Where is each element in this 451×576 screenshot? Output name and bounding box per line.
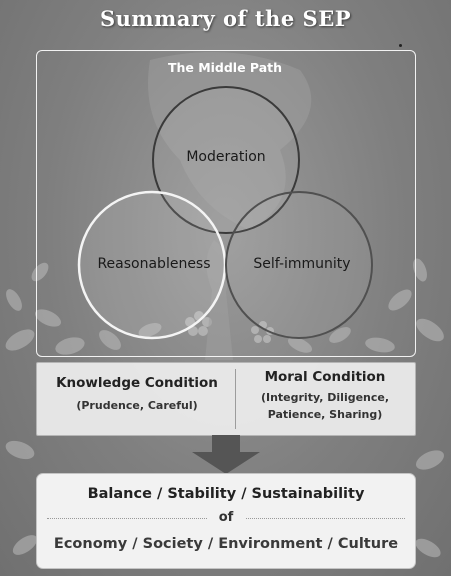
middle-path-title: The Middle Path bbox=[167, 60, 283, 75]
conditions-box: Knowledge Condition (Prudence, Careful) … bbox=[36, 362, 416, 436]
knowledge-condition-title: Knowledge Condition bbox=[56, 375, 218, 391]
diagram-title: Summary of the SEP bbox=[99, 6, 351, 31]
label-moderation: Moderation bbox=[186, 149, 266, 165]
dot-mark bbox=[399, 44, 402, 47]
result-connector: of bbox=[218, 510, 234, 525]
result-box: Balance / Stability / Sustainability of … bbox=[36, 473, 416, 569]
moral-condition-detail: (Integrity, Diligence, Patience, Sharing… bbox=[239, 389, 411, 423]
conditions-divider bbox=[235, 369, 236, 429]
moral-condition-detail-line1: (Integrity, Diligence, bbox=[260, 391, 390, 404]
result-domains: Economy / Society / Environment / Cultur… bbox=[53, 536, 399, 552]
label-self-immunity: Self-immunity bbox=[253, 256, 351, 272]
moral-condition-title: Moral Condition bbox=[264, 369, 386, 385]
knowledge-condition-detail: (Prudence, Careful) bbox=[76, 399, 198, 412]
moral-condition-detail-line2: Patience, Sharing) bbox=[267, 408, 383, 421]
result-goals: Balance / Stability / Sustainability bbox=[87, 486, 365, 502]
circle-moderation bbox=[152, 86, 300, 234]
middle-path-frame bbox=[36, 50, 416, 357]
connector-background bbox=[207, 510, 245, 528]
label-reasonableness: Reasonableness bbox=[97, 256, 211, 272]
circle-self-immunity bbox=[225, 191, 373, 339]
leaf-pattern bbox=[5, 258, 445, 558]
